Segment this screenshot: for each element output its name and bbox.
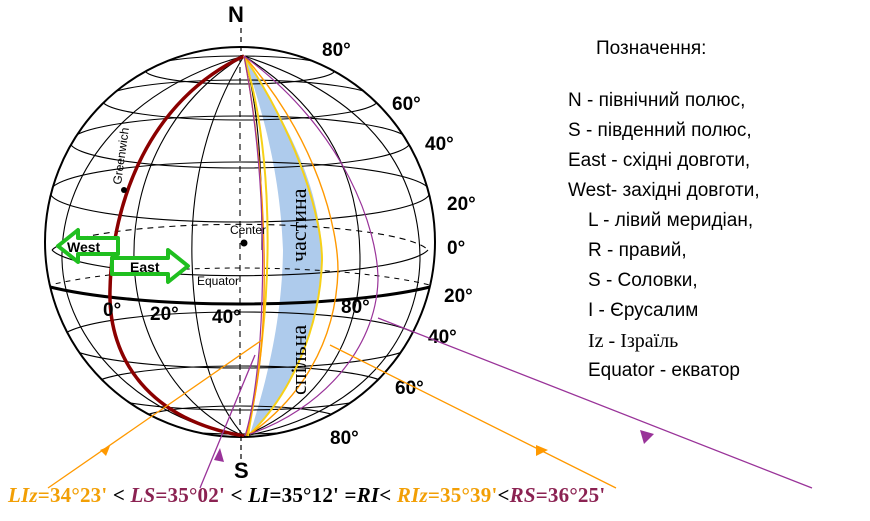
legend-item: East - східні довготи, [568, 150, 751, 171]
legend-item: Iz - Ізраїль [588, 330, 679, 352]
latitude-label: 60° [392, 94, 421, 115]
latitude-label: 40° [425, 134, 454, 155]
latitude-label: 60° [395, 378, 424, 399]
latitude-label: 20° [444, 286, 473, 307]
south-label: S [234, 458, 249, 483]
formula-riz-value: =35°39' [427, 483, 498, 507]
center-dot [240, 239, 248, 247]
meridian-lines [61, 55, 421, 437]
formula-liz-label: LIz [8, 483, 38, 507]
equator-label: Equator [197, 274, 239, 288]
greenwich-dot [121, 187, 127, 193]
latitude-label: 80° [322, 40, 351, 61]
east-arrow: East [110, 248, 190, 284]
legend-item: West- західні довготи, [568, 180, 760, 201]
center-label: Center [230, 223, 266, 237]
west-arrow: West [56, 228, 120, 264]
formula-op: < [107, 483, 131, 507]
formula-li-value: =35°12' = [269, 483, 357, 507]
legend-item: S - південний полюс, [568, 120, 752, 141]
legend-item: L - лівий меридіан, [588, 210, 754, 231]
legend-item: N - північний полюс, [568, 90, 746, 111]
formula-ls-label: LS [130, 483, 156, 507]
longitude-label: 80° [341, 297, 370, 318]
latitude-label: 0° [447, 238, 465, 259]
east-label: East [130, 259, 160, 275]
formula-rs-label: RS [509, 483, 536, 507]
legend-item: I - Єрусалим [588, 300, 699, 321]
legend-item: S - Соловки, [588, 270, 698, 291]
purple-meridian-left [243, 55, 264, 437]
longitude-label: 40° [212, 307, 241, 328]
longitude-label: 0° [103, 300, 121, 321]
legend-item: R - правий, [588, 240, 687, 261]
formula-ri-label: RI [356, 483, 380, 507]
formula-op: < [379, 483, 397, 507]
shaded-band [244, 56, 322, 434]
west-label: West [67, 239, 101, 255]
right-meridian-yellow [243, 55, 324, 435]
latitude-label: 40° [428, 327, 457, 348]
formula-liz-value: =34°23' [37, 483, 108, 507]
formula-rs-value: =36°25' [535, 483, 606, 507]
formula-ls-value: =35°02' [155, 483, 225, 507]
latitude-label: 20° [447, 194, 476, 215]
orange-meridian-right [243, 55, 339, 435]
latitude-label: 80° [330, 428, 359, 449]
formula-op: < [225, 483, 249, 507]
legend-title: Позначення: [596, 38, 707, 59]
legend-item: Equator - екватор [588, 360, 740, 381]
vertical-text-bottom: спільна [286, 325, 311, 395]
pointer-lines [47, 317, 813, 489]
north-label: N [228, 2, 244, 27]
longitude-label: 20° [150, 304, 179, 325]
formula-riz-label: RIz [396, 483, 428, 507]
greenwich-meridian [108, 54, 245, 437]
formula-li-label: LI [248, 483, 270, 507]
inequality-formula: LIz=34°23' < LS=35°02' < LI=35°12' =RI< … [8, 483, 868, 508]
purple-meridian-right [243, 55, 379, 435]
vertical-text-top: частина [286, 188, 311, 262]
formula-op: < [497, 483, 510, 507]
